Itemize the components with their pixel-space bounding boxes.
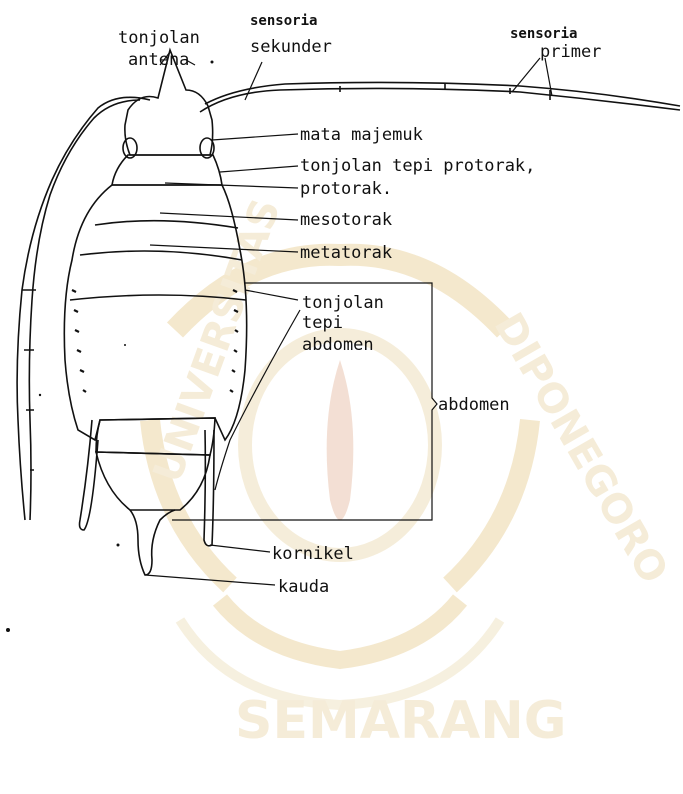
label-abdomen: abdomen (438, 395, 510, 415)
left-antenna (17, 97, 150, 520)
label-sensoria-primer-2: primer (540, 42, 601, 62)
label-tonjolan-antena-1: tonjolan (118, 28, 200, 48)
label-tonjolan-tepi-protorak: tonjolan tepi protorak, (300, 156, 535, 176)
label-mesotorak: mesotorak (300, 210, 392, 230)
label-tonjolan-tepi-abdomen-1: tonjolan (302, 293, 384, 313)
label-metatorak: metatorak (300, 243, 392, 263)
watermark-left-text: UNIVERSITAS (145, 193, 290, 488)
label-kauda: kauda (278, 577, 329, 597)
right-antenna (200, 88, 680, 112)
label-sensoria-primer-1: sensoria (510, 26, 577, 42)
watermark-semarang-text: SEMARANG (235, 691, 566, 751)
watermark-right-text: DIPONEGORO (485, 305, 677, 591)
label-mata-majemuk: mata majemuk (300, 125, 423, 145)
label-protorak: protorak. (300, 179, 392, 199)
label-sensoria-sekunder-2: sekunder (250, 37, 332, 57)
label-kornikel: kornikel (272, 544, 354, 564)
label-tonjolan-antena-2: antena (128, 50, 189, 70)
label-sensoria-sekunder-1: sensoria (250, 13, 317, 29)
prothorax (112, 155, 222, 185)
scan-specks (6, 61, 214, 633)
label-tonjolan-tepi-abdomen-3: abdomen (302, 335, 374, 355)
watermark-seal: SEMARANG UNIVERSITAS DIPONEGORO (145, 193, 677, 751)
label-tonjolan-tepi-abdomen-2: tepi (302, 313, 343, 333)
